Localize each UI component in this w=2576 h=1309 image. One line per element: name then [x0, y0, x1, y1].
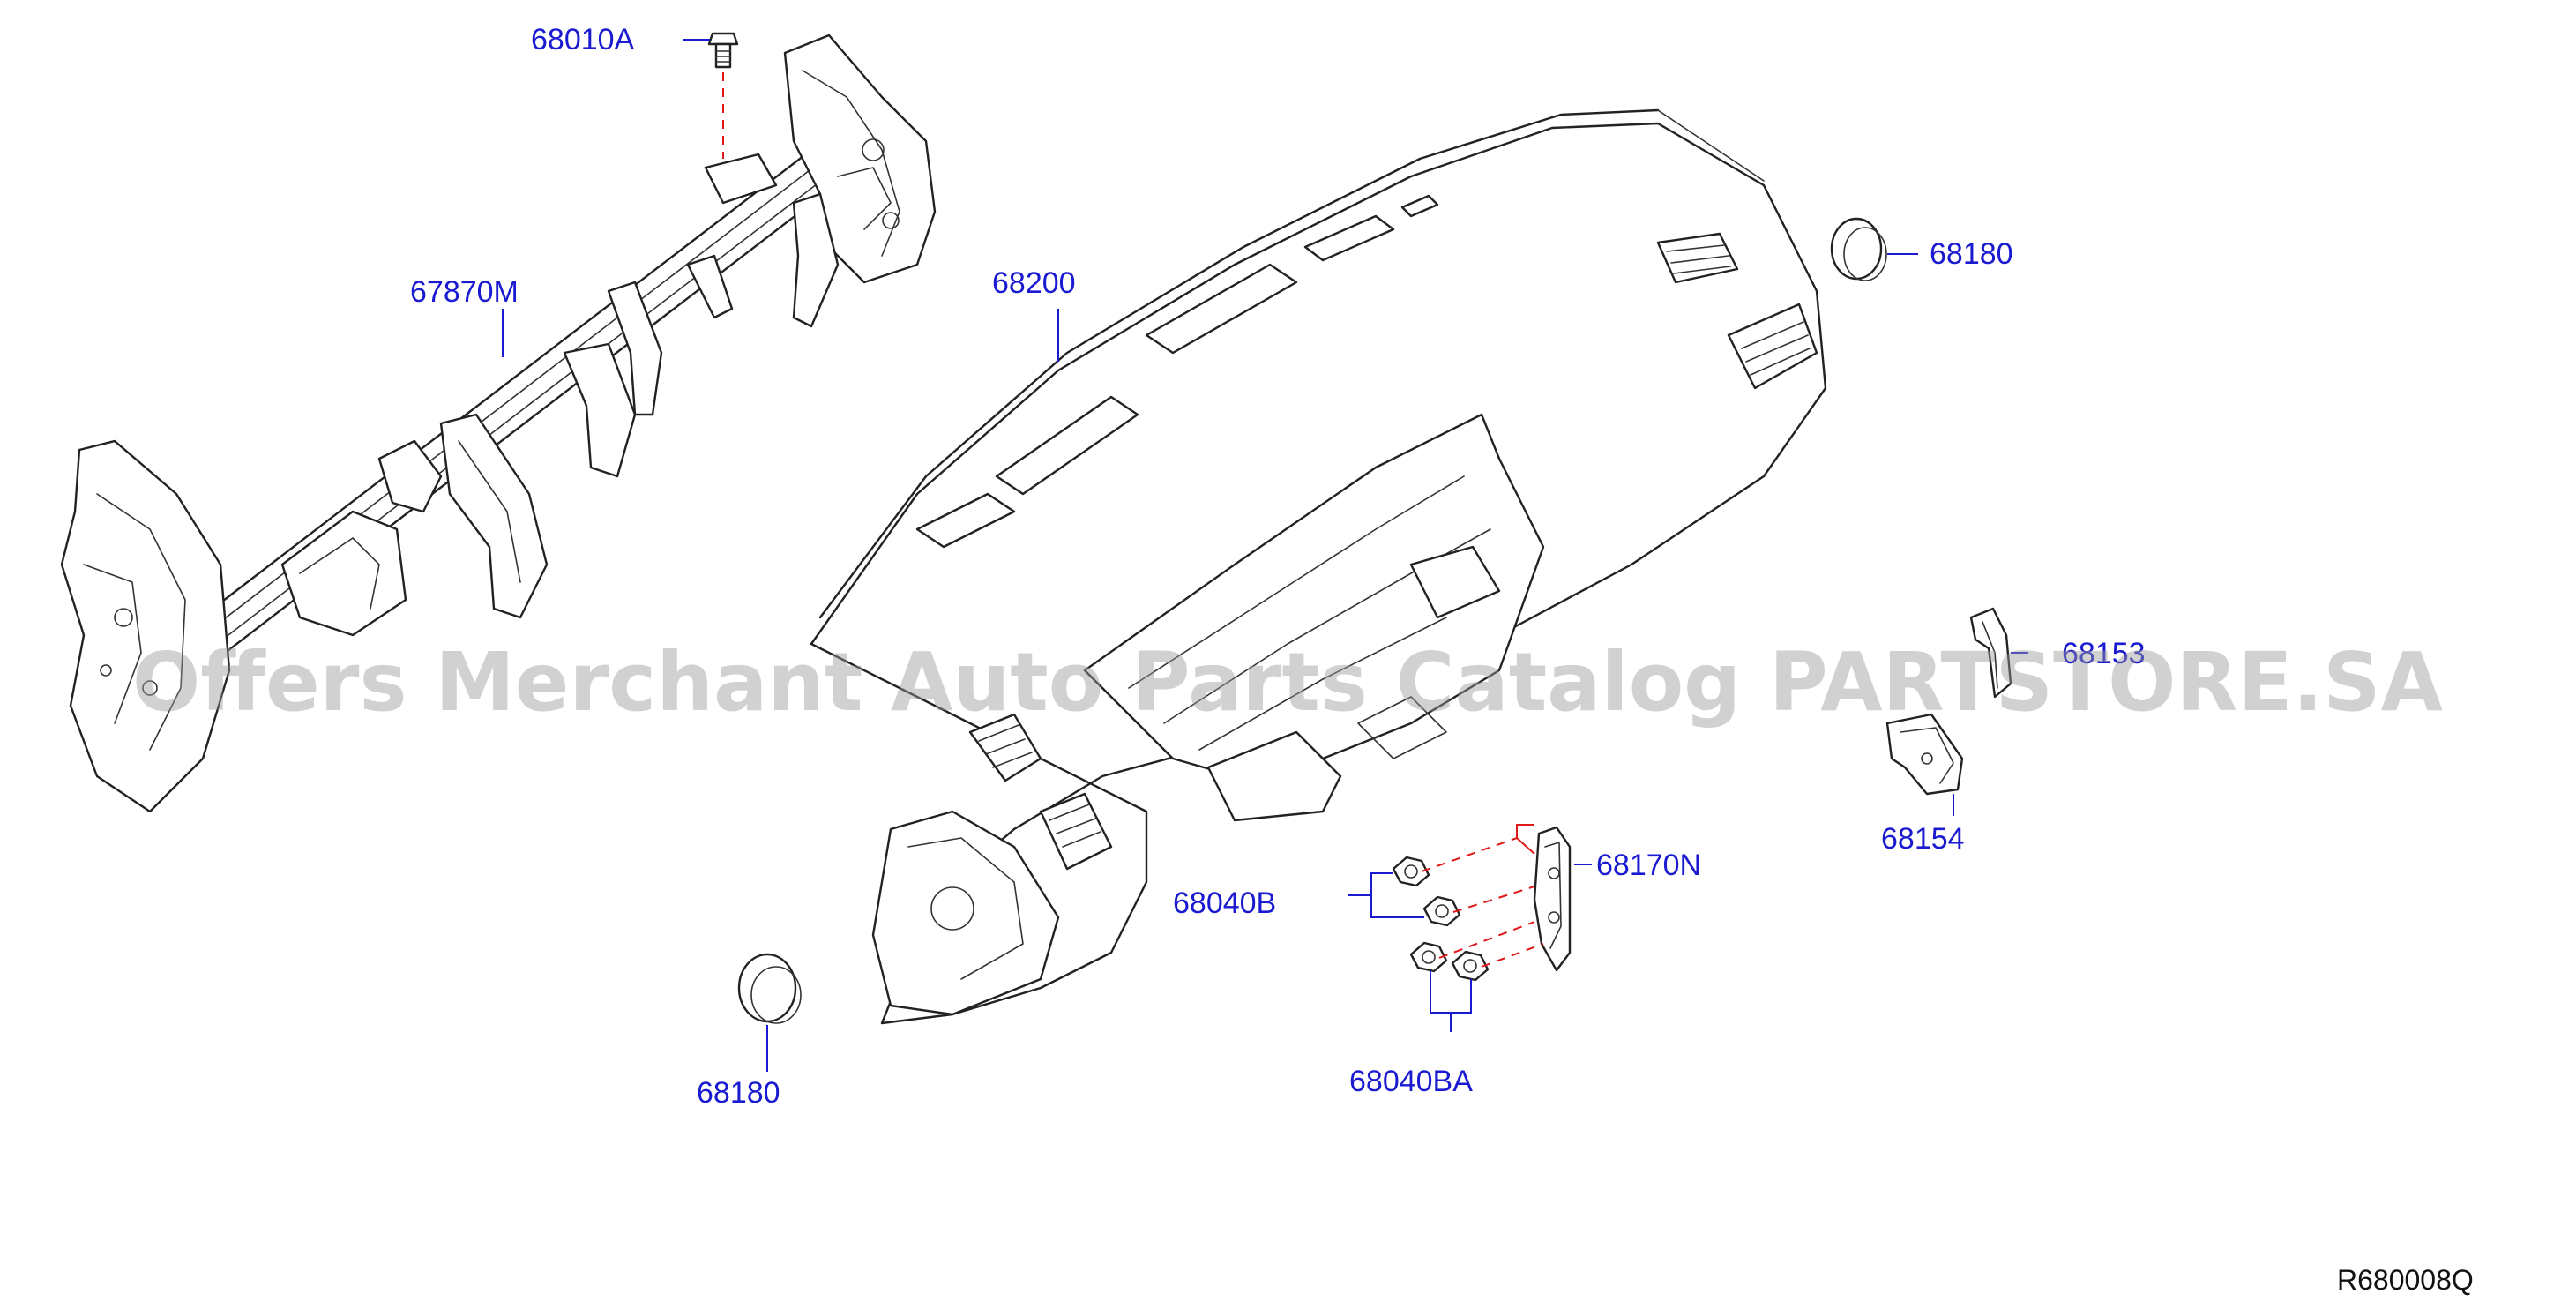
nut-drawings [1392, 856, 1490, 982]
label-68180-right: 68180 [1930, 237, 2013, 271]
bracket-68153-drawing [1969, 607, 2012, 699]
assembly-guides [1421, 824, 1544, 968]
bracket-68170n-drawing [1533, 826, 1572, 972]
watermark-text: Offers Merchant Auto Parts Catalog PARTS… [132, 635, 2443, 729]
label-68180-left: 68180 [697, 1076, 780, 1110]
label-68010a: 68010A [531, 23, 635, 56]
leader-lines [502, 39, 2028, 1072]
bolt-drawing [707, 32, 739, 69]
plug-left-drawing [737, 953, 802, 1024]
label-68040ba: 68040BA [1349, 1065, 1473, 1098]
label-68200: 68200 [992, 266, 1076, 300]
reference-code: R680008Q [2337, 1264, 2474, 1296]
bracket-68154-drawing [1885, 713, 1964, 796]
steering-member-drawing [60, 34, 937, 813]
plug-right-drawing [1830, 217, 1887, 281]
label-68040b: 68040B [1173, 886, 1276, 920]
label-68170n: 68170N [1596, 849, 1701, 882]
label-68153: 68153 [2062, 637, 2146, 670]
instrument-panel-drawing [810, 108, 1827, 1025]
label-68154: 68154 [1881, 822, 1965, 856]
label-67870m: 67870M [410, 275, 519, 309]
